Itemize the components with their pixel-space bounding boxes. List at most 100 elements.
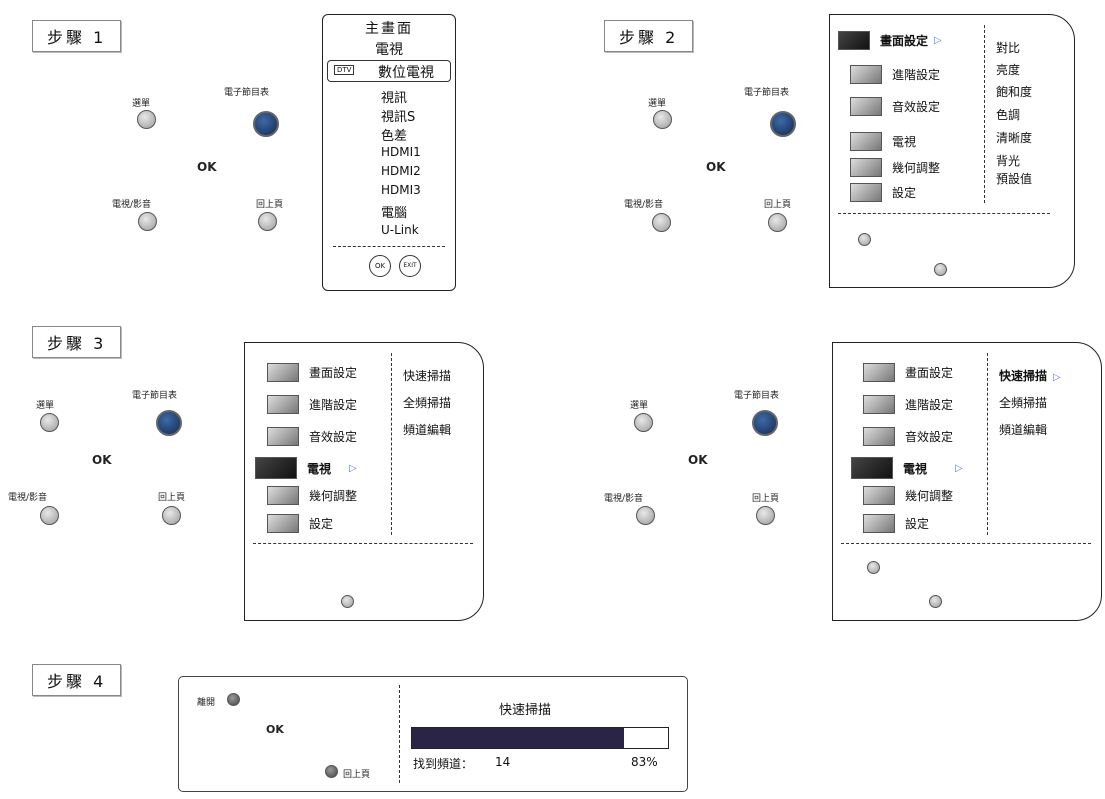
ok-label: OK [197,160,217,174]
menu-button[interactable] [40,413,59,432]
picture-icon [838,31,870,50]
sub-item[interactable]: 背光 [996,152,1020,169]
mini-menu-button [858,233,871,246]
ok-label: OK [266,723,284,736]
divider [984,25,985,203]
menu-item-sound[interactable]: 音效設定 [850,97,940,116]
divider [399,685,400,783]
menu-item-tv[interactable]: 電視▷ [255,457,357,479]
tv-av-label: 電視/影音 [8,490,47,503]
epg-button[interactable] [156,410,182,436]
mini-back-button [934,263,947,276]
progress-percent: 83% [631,755,658,769]
picture-icon [267,363,299,382]
divider [333,246,445,247]
tv-av-button[interactable] [652,213,671,232]
sub-item[interactable]: 全頻掃描 [403,394,451,411]
back-button[interactable] [756,506,775,525]
divider [253,543,473,544]
found-label: 找到頻道： [413,755,473,772]
sub-item[interactable]: 全頻掃描 [999,394,1047,411]
scan-title: 快速掃描 [499,699,551,718]
menu-item-settings[interactable]: 設定 [863,514,929,533]
source-item[interactable]: HDMI2 [381,164,421,178]
source-item[interactable]: 電腦 [381,202,407,221]
menu-label: 選單 [648,96,666,109]
sub-item[interactable]: 色調 [996,106,1020,123]
settings-icon [850,183,882,202]
source-item-selected[interactable]: DTV 數位電視 [327,60,451,82]
source-item[interactable]: 視訊S [381,106,415,125]
menu-item-picture[interactable]: 畫面設定▷ [838,31,942,50]
source-item[interactable]: 電視 [323,39,455,59]
menu-item-tv[interactable]: 電視 [850,132,916,151]
menu-item-geometry[interactable]: 幾何調整 [850,158,940,177]
menu-button[interactable] [634,413,653,432]
advanced-icon [850,65,882,84]
divider [391,353,392,535]
monitor-icon [267,486,299,505]
menu-item-sound[interactable]: 音效設定 [863,427,953,446]
back-button[interactable] [258,212,277,231]
progress-bar [411,727,669,749]
menu-item-geometry[interactable]: 幾何調整 [863,486,953,505]
mini-back-button [929,595,942,608]
menu-item-picture[interactable]: 畫面設定 [863,363,953,382]
advanced-icon [267,395,299,414]
back-button[interactable] [768,213,787,232]
sub-item[interactable]: 清晰度 [996,129,1032,146]
dtv-icon: DTV [334,65,354,75]
tv-av-button[interactable] [636,506,655,525]
mini-menu-button [867,561,880,574]
epg-label: 電子節目表 [132,388,177,401]
sound-icon [267,427,299,446]
source-item-label: 數位電視 [378,62,434,82]
menu-item-settings[interactable]: 設定 [850,183,916,202]
menu-label: 選單 [132,96,150,109]
epg-label: 電子節目表 [744,85,789,98]
menu-button[interactable] [137,110,156,129]
back-label: 回上頁 [158,490,185,503]
divider [838,213,1050,214]
back-label: 回上頁 [256,197,283,210]
epg-button[interactable] [752,410,778,436]
back-label: 回上頁 [343,767,370,780]
sub-item[interactable]: 頻道編輯 [999,421,1047,438]
source-item[interactable]: 視訊 [381,87,407,106]
menu-item-advanced[interactable]: 進階設定 [267,395,357,414]
epg-button[interactable] [770,111,796,137]
source-menu-panel: 主畫面 電視 DTV 數位電視 視訊 視訊S 色差 HDMI1 HDMI2 HD… [322,14,456,291]
menu-item-settings[interactable]: 設定 [267,514,333,533]
sub-item[interactable]: 頻道編輯 [403,421,451,438]
epg-button[interactable] [253,111,279,137]
sub-item[interactable]: 飽和度 [996,83,1032,100]
settings-icon [267,514,299,533]
divider [987,353,988,535]
sub-item[interactable]: 亮度 [996,61,1020,78]
menu-item-picture[interactable]: 畫面設定 [267,363,357,382]
menu-item-sound[interactable]: 音效設定 [267,427,357,446]
back-button[interactable] [162,506,181,525]
exit-button [227,693,240,706]
exit-label: 離開 [197,695,215,708]
menu-item-advanced[interactable]: 進階設定 [850,65,940,84]
step-3-label: 步驟 3 [32,326,121,358]
monitor-icon [850,158,882,177]
tv-av-label: 電視/影音 [112,197,151,210]
menu-item-advanced[interactable]: 進階設定 [863,395,953,414]
source-item[interactable]: U-Link [381,223,419,237]
ok-button[interactable]: OK [369,255,391,277]
scan-panel: 離開 OK 回上頁 快速掃描 找到頻道： 14 83% [178,676,688,792]
sub-item[interactable]: 快速掃描 [403,367,451,384]
menu-item-tv[interactable]: 電視▷ [851,457,963,479]
exit-button[interactable]: EXIT [399,255,421,277]
ok-label: OK [92,453,112,467]
source-item[interactable]: 色差 [381,125,407,144]
menu-item-geometry[interactable]: 幾何調整 [267,486,357,505]
sound-icon [863,427,895,446]
sub-item-selected[interactable]: 快速掃描▷ [999,367,1061,384]
source-item[interactable]: HDMI3 [381,183,421,197]
sub-item[interactable]: 預設值 [996,170,1032,187]
sub-item[interactable]: 對比 [996,39,1020,56]
source-item[interactable]: HDMI1 [381,145,421,159]
